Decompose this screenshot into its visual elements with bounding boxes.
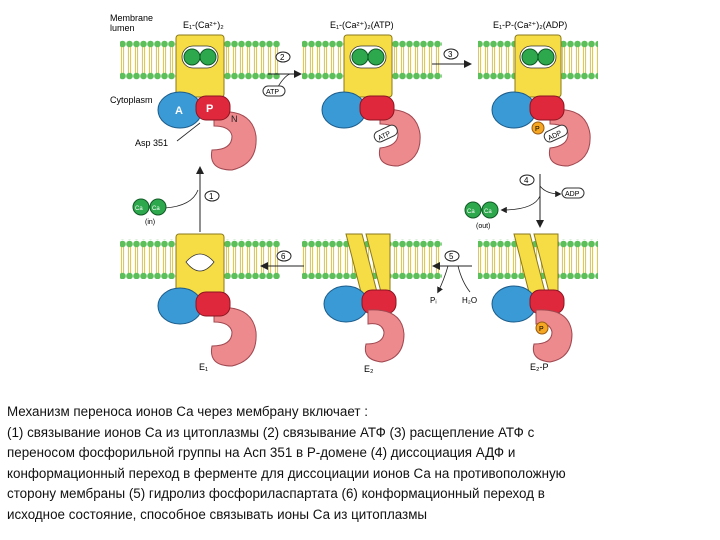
step-5-number: 5	[449, 252, 454, 261]
ca-ion-out	[481, 201, 499, 219]
caption-line: (1) связывание ионов Са из цитоплазмы (2…	[7, 424, 535, 440]
domain-a	[323, 285, 369, 323]
domain-n	[210, 111, 257, 171]
domain-p	[529, 95, 565, 121]
step-6-number: 6	[281, 252, 286, 261]
figure-caption: Механизм переноса ионов Са через мембран…	[7, 402, 707, 525]
cytoplasm-label: Cytoplasm	[110, 95, 153, 105]
step-4-adp-tag	[561, 187, 585, 199]
domain-a	[157, 287, 203, 325]
domain-p	[359, 95, 395, 121]
ca-in-label: (in)	[145, 219, 155, 226]
domain-p-label: P	[206, 103, 213, 115]
state-3-label: E₁-P-(Ca²⁺)₂(ADP)	[493, 20, 567, 30]
ca-in-symbol: Ca	[135, 206, 143, 212]
step-2-badge	[275, 51, 291, 63]
domain-p	[195, 95, 231, 121]
enzyme-state-5: E₂	[323, 233, 405, 374]
state-2-label: E₁-(Ca²⁺)₂(ATP)	[330, 20, 394, 30]
step-2-number: 2	[280, 53, 285, 62]
step-4-badge	[519, 174, 535, 186]
asp351-label: Asp 351	[135, 138, 168, 148]
enzyme-state-1: A P N E₁-(Ca²⁺)₂	[157, 20, 257, 171]
caption-line: Механизм переноса ионов Са через мембран…	[7, 404, 368, 419]
atpase-cycle-diagram: Membrane lumen Cytoplasm Asp 351 A P N E…	[110, 13, 598, 374]
ca-ion	[183, 48, 201, 66]
ca-ion	[521, 48, 539, 66]
step-3-badge	[443, 48, 459, 60]
step-4-ca-curve	[500, 195, 541, 214]
step-1-badge	[204, 190, 220, 202]
step-5-pi-label: Pᵢ	[430, 296, 437, 305]
atp-tag	[373, 124, 398, 143]
ca-out-symbol: Ca	[484, 209, 492, 215]
state-5-label: E₂	[364, 364, 374, 374]
caption-line: сторону мембраны (5) гидролиз фосфорилас…	[7, 486, 545, 501]
adp-tag	[543, 124, 568, 143]
step-1-number: 1	[209, 192, 214, 201]
enzyme-state-6: E₁	[157, 233, 257, 372]
ca-ion-out	[464, 201, 482, 219]
domain-n	[532, 309, 573, 363]
step-3-number: 3	[448, 50, 453, 59]
domain-p	[195, 291, 231, 317]
enzyme-state-4: P E₂-P	[491, 233, 573, 372]
step-1-ca-curve	[164, 189, 199, 209]
ca-ion	[199, 48, 217, 66]
enzyme-state-2: ATP E₁-(Ca²⁺)₂(ATP)	[321, 20, 421, 167]
state-4-label: E₂-P	[530, 362, 549, 372]
domain-a	[321, 91, 367, 129]
domain-a	[491, 285, 537, 323]
lumen-label: lumen	[110, 23, 135, 33]
step-5-h2o-label: H₂O	[462, 296, 477, 305]
step-4-adp-curve	[539, 185, 562, 198]
domain-n	[210, 307, 257, 367]
caption-line: конформационный переход в ферменте для д…	[7, 465, 566, 481]
phosphate	[531, 121, 545, 135]
step-5-h2o-curve	[457, 265, 471, 293]
phosphate-label: P	[539, 326, 544, 333]
phosphate	[535, 321, 549, 335]
state-6-label: E₁	[199, 362, 208, 372]
step-4-adp-label: ADP	[565, 191, 580, 198]
domain-n-label: N	[231, 114, 238, 124]
step-2-atp-label: ATP	[266, 89, 279, 96]
ca-ion	[351, 48, 369, 66]
ca-ion-in	[149, 198, 167, 216]
membrane-label: Membrane	[110, 13, 153, 23]
phosphate-label: P	[535, 126, 540, 133]
domain-n	[364, 309, 405, 363]
ca-in-symbol: Ca	[152, 206, 160, 212]
domain-a	[491, 91, 537, 129]
step-5-badge	[444, 250, 460, 262]
caption-line: переносом фосфорильной группы на Асп 351…	[7, 445, 516, 460]
ca-ion-in	[132, 198, 150, 216]
step-4-number: 4	[524, 176, 529, 185]
ca-out-label: (out)	[476, 223, 490, 230]
enzyme-state-3: P ADP E₁-P-(Ca²⁺)₂(ADP)	[491, 20, 591, 167]
asp351-pointer	[176, 122, 201, 142]
step-6-badge	[276, 250, 292, 262]
ca-ion	[367, 48, 385, 66]
step-5-pi-curve	[437, 265, 449, 294]
step-2-atp-tag	[262, 85, 286, 97]
ca-out-symbol: Ca	[467, 209, 475, 215]
caption-line: исходное состояние, способное связывать …	[7, 506, 428, 522]
ca-ion	[537, 48, 555, 66]
state-1-label: E₁-(Ca²⁺)₂	[183, 20, 224, 30]
domain-a-label: A	[175, 105, 183, 117]
